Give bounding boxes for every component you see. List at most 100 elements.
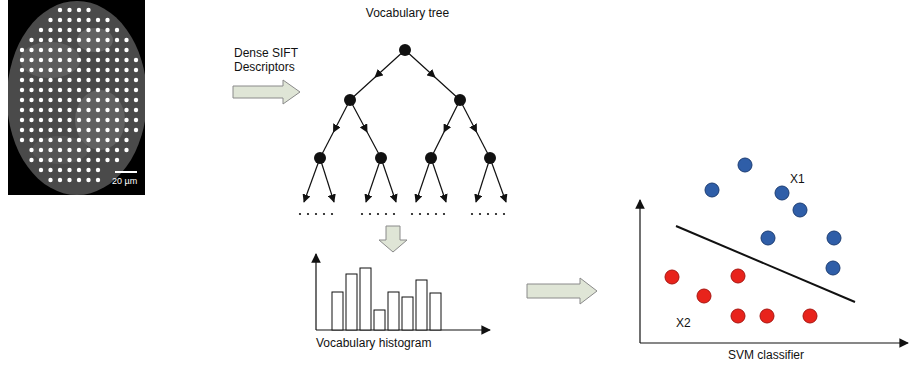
sample-grid <box>29 108 33 112</box>
tree-node <box>425 152 437 164</box>
sample-grid <box>77 28 81 32</box>
sample-grid <box>67 128 71 132</box>
continuation-dots <box>377 213 379 215</box>
sample-grid <box>86 88 90 92</box>
sample-grid <box>20 48 24 52</box>
sample-grid <box>96 38 100 42</box>
sample-grid <box>58 108 62 112</box>
continuation-dots <box>307 213 309 215</box>
continuation-dots <box>503 213 505 215</box>
sample-grid <box>20 138 24 142</box>
sample-grid <box>48 28 52 32</box>
vocabulary-tree <box>350 100 381 158</box>
sample-grid <box>96 28 100 32</box>
sample-grid <box>124 148 128 152</box>
class-x1-point <box>827 231 841 245</box>
sample-grid <box>39 78 43 82</box>
sample-grid <box>115 138 119 142</box>
sample-grid <box>96 78 100 82</box>
sample-grid <box>105 148 109 152</box>
sample-grid <box>86 138 90 142</box>
vocabulary-tree <box>381 158 396 202</box>
microscopy-image <box>77 28 113 52</box>
sample-grid <box>39 138 43 142</box>
microscopy-image <box>8 0 145 195</box>
sample-grid <box>105 88 109 92</box>
sample-grid <box>77 168 81 172</box>
sample-grid <box>77 18 81 22</box>
vocabulary-tree <box>366 158 381 202</box>
sample-grid <box>58 68 62 72</box>
sample-grid <box>134 78 138 82</box>
sample-grid <box>39 148 43 152</box>
sample-grid <box>29 128 33 132</box>
continuation-dots <box>361 213 363 215</box>
vocabulary-tree <box>350 50 405 100</box>
sample-grid <box>134 88 138 92</box>
sample-grid <box>77 128 81 132</box>
sample-grid <box>29 148 33 152</box>
class-x1-point <box>705 183 719 197</box>
sample-grid <box>48 118 52 122</box>
continuation-dots <box>443 213 445 215</box>
sample-grid <box>77 88 81 92</box>
sample-grid <box>58 178 62 182</box>
sample-grid <box>86 68 90 72</box>
sample-grid <box>29 58 33 62</box>
sample-grid <box>67 48 71 52</box>
tree-node <box>375 152 387 164</box>
sample-grid <box>115 78 119 82</box>
sample-grid <box>86 8 90 12</box>
tree-node <box>314 152 326 164</box>
sample-grid <box>58 118 62 122</box>
histogram-bar <box>388 292 399 330</box>
sample-grid <box>105 128 109 132</box>
sample-grid <box>39 118 43 122</box>
histogram-label: Vocabulary histogram <box>316 336 431 350</box>
sample-grid <box>124 58 128 62</box>
sample-grid <box>67 138 71 142</box>
sample-grid <box>67 58 71 62</box>
sample-grid <box>48 78 52 82</box>
sample-grid <box>115 48 119 52</box>
sample-grid <box>20 108 24 112</box>
sample-grid <box>115 28 119 32</box>
microscopy-image <box>20 42 80 78</box>
sample-grid <box>67 158 71 162</box>
sample-grid <box>58 48 62 52</box>
svm-axes <box>640 200 908 343</box>
plot-label: SVM classifier <box>728 348 804 362</box>
sample-grid <box>134 118 138 122</box>
sample-grid <box>134 58 138 62</box>
sample-grid <box>124 98 128 102</box>
sample-grid <box>77 138 81 142</box>
sample-grid <box>20 78 24 82</box>
class-x1-point <box>705 158 841 275</box>
sample-grid <box>86 128 90 132</box>
sample-grid <box>29 138 33 142</box>
sample-grid <box>134 108 138 112</box>
sample-grid <box>86 18 90 22</box>
sample-grid <box>48 158 52 162</box>
sample-grid <box>86 108 90 112</box>
sample-grid <box>96 88 100 92</box>
sample-grid <box>124 78 128 82</box>
class-label: X2 <box>676 316 691 330</box>
sample-grid <box>20 88 24 92</box>
sample-grid <box>105 158 109 162</box>
sample-grid <box>96 148 100 152</box>
histogram-bar <box>402 297 413 330</box>
sample-grid <box>96 48 100 52</box>
continuation-dots <box>479 213 481 215</box>
sample-grid <box>86 28 90 32</box>
histogram-bar <box>416 280 427 330</box>
tree-node <box>314 44 496 164</box>
sample-grid <box>115 128 119 132</box>
sample-grid <box>29 158 33 162</box>
sample-grid <box>86 148 90 152</box>
sample-grid <box>20 128 24 132</box>
sample-grid <box>96 98 100 102</box>
class-x2-point <box>731 269 745 283</box>
sample-grid <box>20 118 24 122</box>
sample-grid <box>105 118 109 122</box>
